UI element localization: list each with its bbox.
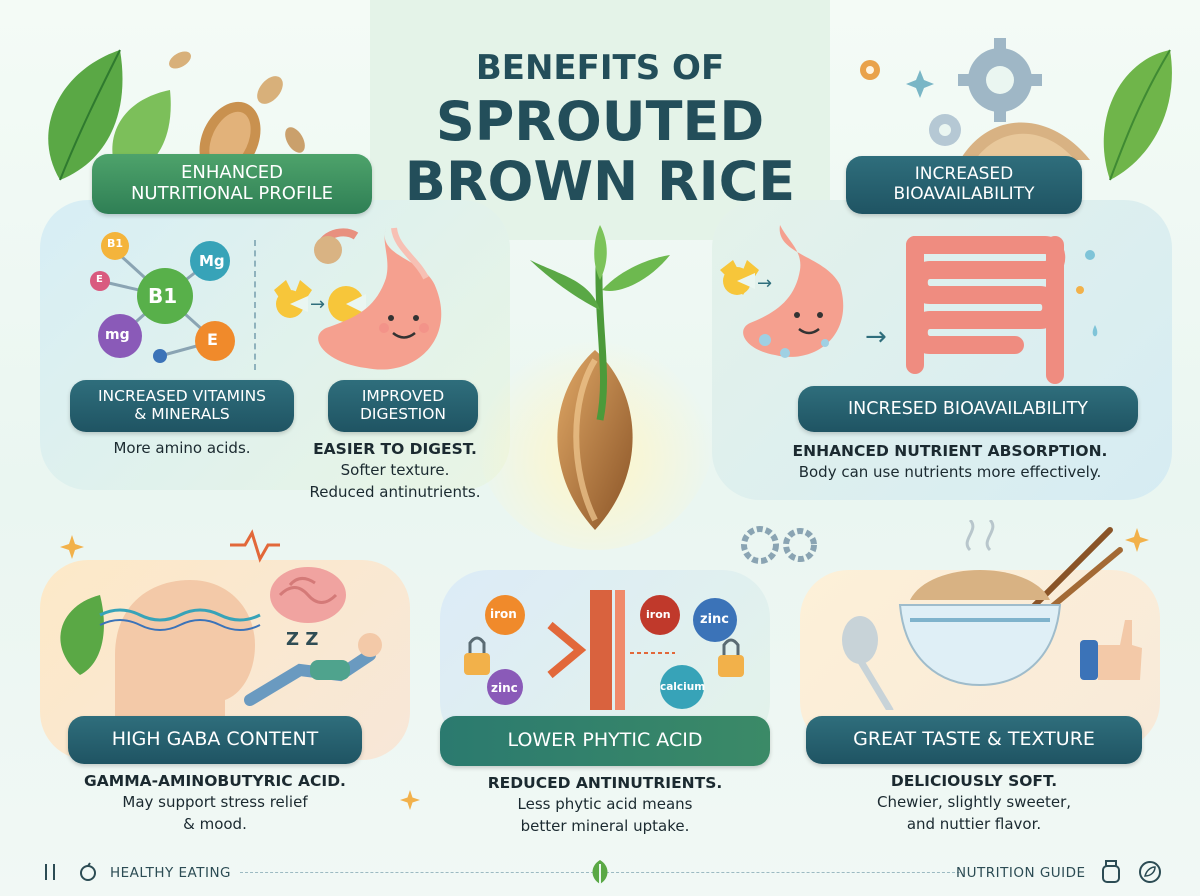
svg-text:→: → — [865, 322, 887, 352]
bioavailability-pill-label: INCRESED BIOAVAILABILITY — [848, 398, 1088, 419]
sparkle-icon — [60, 535, 84, 559]
rice-bowl-illustration — [842, 520, 1142, 710]
gaba-relaxation-illustration: Z Z — [60, 529, 382, 725]
section-divider-dashed — [254, 240, 256, 370]
title-line-3: BROWN RICE — [404, 150, 796, 213]
digestion-pill: IMPROVED DIGESTION — [328, 380, 478, 432]
taste-pill: GREAT TASTE & TEXTURE — [806, 716, 1142, 764]
leaf-icon — [1139, 861, 1161, 883]
taste-pill-label: GREAT TASTE & TEXTURE — [853, 728, 1095, 751]
bubble-mg: Mg — [199, 252, 225, 270]
vitamins-desc: More amino acids. — [113, 439, 251, 457]
sparkle-icon — [1125, 528, 1149, 552]
bioavailability-bold: ENHANCED NUTRIENT ABSORPTION. — [792, 442, 1108, 460]
bioavailability-desc: ENHANCED NUTRIENT ABSORPTION. Body can u… — [740, 440, 1160, 484]
taste-text: Chewier, slightly sweeter, and nuttier f… — [876, 793, 1072, 834]
phytic-acid-illustration — [464, 590, 744, 710]
jar-icon — [1102, 860, 1120, 883]
gaba-bold: GAMMA-AMINOBUTYRIC ACID. — [84, 772, 346, 790]
title-line-1: BENEFITS OF — [475, 48, 725, 88]
utensils-icon — [45, 864, 55, 880]
mineral-iron-left: iron — [490, 607, 517, 621]
bioavailability-text: Body can use nutrients more effectively. — [798, 463, 1102, 482]
taste-bold: DELICIOUSLY SOFT. — [890, 772, 1058, 790]
vitamin-molecule-illustration — [90, 232, 235, 363]
gaba-desc: GAMMA-AMINOBUTYRIC ACID. May support str… — [68, 770, 362, 836]
digestion-desc: EASIER TO DIGEST. Softer texture. Reduce… — [280, 438, 510, 504]
vitamins-pill: INCREASED VITAMINS & MINERALS — [70, 380, 294, 432]
sleep-zzz: Z Z — [286, 629, 318, 650]
bubble-e-small: E — [96, 274, 103, 285]
intestine-absorption-illustration: → → — [720, 225, 1098, 384]
bubble-b1-small: B1 — [107, 237, 124, 250]
footer-leaf-icon — [592, 860, 608, 884]
gaba-text: May support stress relief & mood. — [122, 793, 308, 834]
gaba-pill: HIGH GABA CONTENT — [68, 716, 362, 764]
bubble-mg-lower: mg — [105, 327, 130, 343]
taste-desc: DELICIOUSLY SOFT. Chewier, slightly swee… — [806, 770, 1142, 836]
mineral-zinc-right: zinc — [700, 612, 729, 627]
bubble-b1-large: B1 — [148, 284, 178, 308]
phytic-pill: LOWER PHYTIC ACID — [440, 716, 770, 766]
apple-icon — [80, 862, 96, 881]
nutrition-header-pill: ENHANCED NUTRITIONAL PROFILE — [92, 154, 372, 214]
digestion-stomach-illustration: → — [274, 227, 442, 370]
sprouting-seed-illustration — [475, 225, 715, 550]
sparkle-icon — [400, 790, 420, 810]
nutrition-header-label: ENHANCED NUTRITIONAL PROFILE — [130, 162, 334, 204]
digestion-text: Softer texture. Reduced antinutrients. — [309, 461, 481, 502]
phytic-bold: REDUCED ANTINUTRIENTS. — [487, 774, 723, 792]
top-right-decoration — [860, 38, 1172, 181]
bioavailability-header-label: INCREASED BIOAVAILABILITY — [893, 164, 1035, 204]
svg-text:→: → — [757, 273, 772, 294]
phytic-desc: REDUCED ANTINUTRIENTS. Less phytic acid … — [440, 772, 770, 838]
title-line-2: SPROUTED — [435, 90, 765, 153]
bubble-e-large: E — [207, 330, 218, 349]
mineral-iron-right: iron — [646, 608, 671, 621]
phytic-pill-label: LOWER PHYTIC ACID — [507, 729, 703, 752]
svg-text:→: → — [310, 294, 325, 315]
page-title: BENEFITS OF SPROUTED BROWN RICE — [370, 48, 830, 218]
footer-right-label: NUTRITION GUIDE — [956, 865, 1086, 881]
phytic-text: Less phytic acid means better mineral up… — [517, 795, 693, 836]
bioavailability-header-pill: INCREASED BIOAVAILABILITY — [846, 156, 1082, 214]
digestion-bold: EASIER TO DIGEST. — [313, 440, 477, 458]
gears-icon — [741, 526, 817, 564]
mineral-calcium: calcium — [660, 681, 706, 693]
mineral-zinc-left: zinc — [491, 681, 518, 695]
gaba-pill-label: HIGH GABA CONTENT — [111, 728, 319, 751]
footer-left-label: HEALTHY EATING — [110, 865, 232, 881]
digestion-pill-label: IMPROVED DIGESTION — [360, 387, 446, 423]
bioavailability-pill: INCRESED BIOAVAILABILITY — [798, 386, 1138, 432]
vitamins-pill-label: INCREASED VITAMINS & MINERALS — [97, 387, 267, 423]
